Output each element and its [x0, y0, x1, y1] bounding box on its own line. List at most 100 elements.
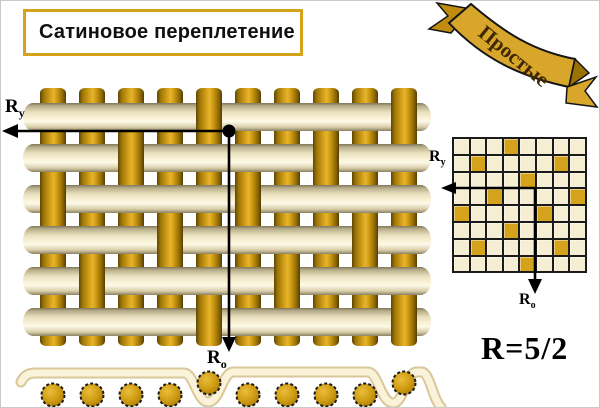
grid-cell-warp-down — [487, 155, 502, 171]
grid-cell-warp-up — [553, 239, 569, 255]
grid-cell-warp-down — [520, 155, 535, 171]
grid-cell-warp-down — [487, 239, 502, 255]
grid-cell-warp-down — [553, 189, 569, 205]
grid-cell-warp-down — [470, 189, 486, 205]
weave-ry-label: Ry — [5, 97, 25, 119]
banner-ribbon: Простые — [427, 1, 599, 108]
grid-cell-warp-up — [503, 139, 519, 154]
grid-cell-warp-down — [570, 222, 585, 238]
grid-cell-warp-down — [570, 206, 585, 221]
warp-circle-raised — [196, 370, 222, 396]
grid-cell-warp-down — [520, 239, 535, 255]
warp-over-segment — [40, 183, 66, 215]
warp-circle — [313, 382, 339, 407]
grid-cell-warp-down — [454, 256, 469, 272]
warp-over-segment — [352, 224, 378, 256]
grid-cell-warp-down — [536, 189, 552, 205]
grid-cell-warp-down — [553, 172, 569, 188]
grid-cell-warp-down — [520, 222, 535, 238]
warp-over-segment — [157, 224, 183, 256]
cross-section-diagram — [15, 366, 447, 407]
warp-circle — [79, 382, 105, 407]
grid-cell-warp-down — [570, 239, 585, 255]
weave-ry-label-sub: y — [18, 105, 25, 120]
warp-over-segment — [118, 142, 144, 174]
grid-cell-warp-up — [553, 155, 569, 171]
warp-circle-raised — [391, 370, 417, 396]
grid-cell-warp-down — [536, 239, 552, 255]
warp-thread — [235, 88, 261, 346]
grid-ry-label: Ry — [429, 149, 446, 168]
grid-cell-warp-down — [570, 256, 585, 272]
grid-cell-warp-up — [570, 189, 585, 205]
warp-over-segment — [274, 265, 300, 297]
grid-cell-warp-down — [487, 206, 502, 221]
weft-thread — [23, 308, 431, 336]
weft-path — [17, 368, 445, 407]
grid-cell-warp-down — [520, 189, 535, 205]
grid-cell-warp-down — [454, 189, 469, 205]
grid-cell-warp-down — [487, 139, 502, 154]
grid-cell-warp-down — [520, 139, 535, 154]
grid-cell-warp-down — [553, 206, 569, 221]
ribbon-right-tail — [565, 75, 599, 108]
grid-cell-warp-down — [503, 189, 519, 205]
weave-ro-label-sub: о — [220, 356, 227, 371]
weft-thread — [23, 185, 431, 213]
weft-thread — [23, 103, 431, 131]
grid-cell-warp-down — [536, 139, 552, 154]
warp-over-segment — [313, 142, 339, 174]
grid-cell-warp-up — [520, 172, 535, 188]
grid-cell-warp-down — [553, 139, 569, 154]
warp-thread — [313, 88, 339, 346]
grid-cell-warp-down — [487, 172, 502, 188]
grid-cell-warp-down — [470, 256, 486, 272]
warp-over-segment — [235, 183, 261, 215]
grid-cell-warp-down — [487, 222, 502, 238]
warp-over-segment — [391, 306, 417, 338]
warp-over-segment — [196, 306, 222, 338]
grid-cell-warp-down — [503, 172, 519, 188]
grid-cell-warp-down — [536, 256, 552, 272]
grid-cell-warp-down — [470, 222, 486, 238]
warp-thread — [352, 88, 378, 346]
weave-ro-label-base: R — [207, 347, 221, 368]
grid-cell-warp-down — [503, 206, 519, 221]
grid-cell-warp-down — [454, 239, 469, 255]
ribbon-right-fold — [567, 57, 591, 89]
weave-ry-arrowhead — [2, 124, 18, 138]
grid-cell-warp-down — [503, 155, 519, 171]
weave-ry-label-base: R — [5, 96, 19, 117]
warp-circle — [40, 382, 66, 407]
warp-over-segment — [391, 101, 417, 133]
grid-cell-warp-up — [470, 155, 486, 171]
weave-ro-label: Rо — [207, 348, 227, 370]
grid-cell-warp-down — [570, 139, 585, 154]
grid-cell-warp-up — [470, 239, 486, 255]
grid-cell-warp-up — [487, 189, 502, 205]
grid-ry-label-sub: y — [440, 157, 446, 169]
grid-ry-label-base: R — [429, 148, 441, 165]
grid-cell-warp-down — [470, 206, 486, 221]
grid-cell-warp-down — [454, 172, 469, 188]
grid-cell-warp-down — [470, 139, 486, 154]
grid-cell-warp-up — [454, 206, 469, 221]
grid-cell-warp-down — [553, 256, 569, 272]
grid-cell-warp-down — [570, 155, 585, 171]
grid-cell-warp-up — [503, 222, 519, 238]
grid-ro-label: Rо — [519, 292, 536, 311]
grid-ro-label-base: R — [519, 291, 531, 308]
warp-over-segment — [79, 265, 105, 297]
warp-circle — [157, 382, 183, 407]
warp-circle — [274, 382, 300, 407]
grid-cell-warp-down — [454, 155, 469, 171]
grid-cell-warp-up — [520, 256, 535, 272]
grid-cell-warp-down — [520, 206, 535, 221]
grid-cell-warp-down — [503, 239, 519, 255]
grid-cell-warp-down — [536, 222, 552, 238]
grid-cell-warp-down — [536, 155, 552, 171]
grid-cell-warp-down — [454, 139, 469, 154]
weave-pattern-grid — [452, 137, 587, 274]
title-box: Сатиновое переплетение — [23, 9, 303, 56]
